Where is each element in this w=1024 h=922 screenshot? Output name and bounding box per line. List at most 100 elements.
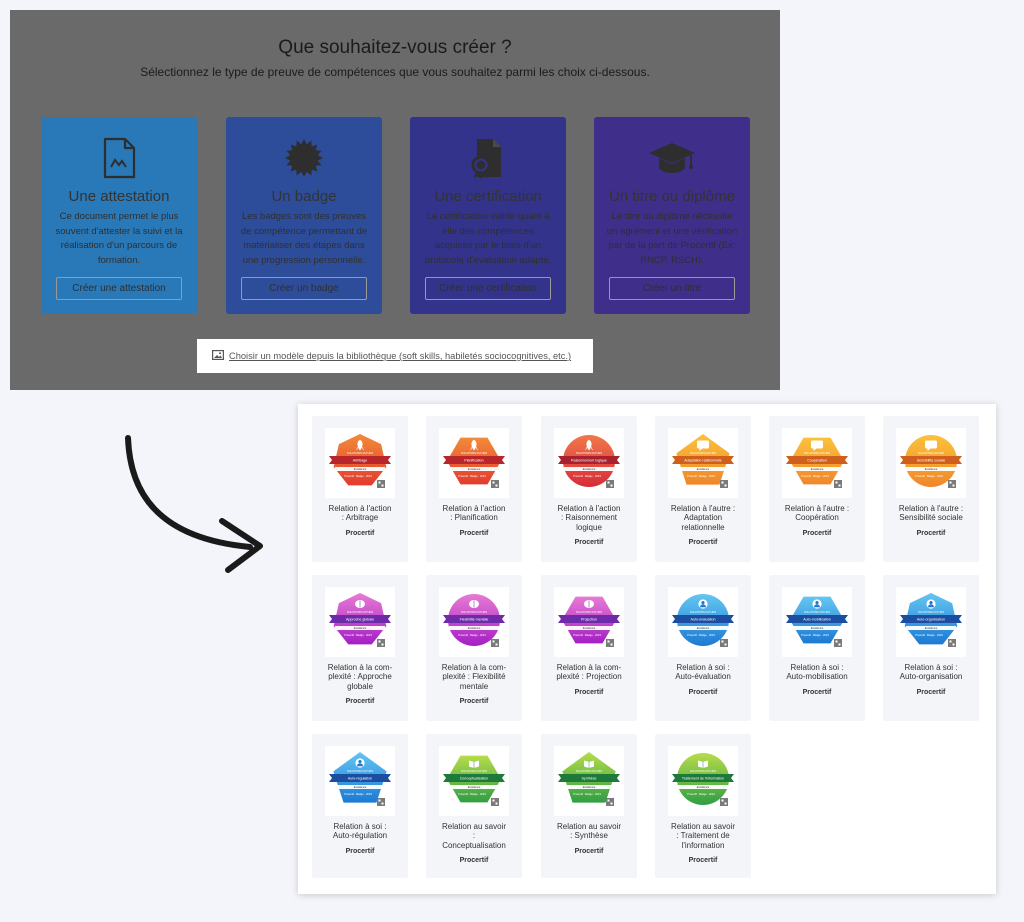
card-title: Un badge [271,188,337,205]
badge-meta-text: Procertif · Badge · 2023 [573,792,601,796]
badge-name-line: Relation à l'action [557,504,621,513]
badge-name: Relation au savoir:Conceptualisation [429,822,519,850]
badge-author: Procertif [802,688,832,696]
badge-level-text: Excellence [354,467,367,471]
badge-name-line: : Planification [450,513,498,523]
badge-template-tile[interactable]: SOLUTIONS FUTURS Traitement de l'informat… [655,734,751,878]
card-certification[interactable]: Une certification La certification valid… [410,117,566,314]
card-badge[interactable]: Un badge Les badges sont des preuves de … [226,117,382,314]
rocket-icon [585,439,593,451]
card-title: Un titre ou diplôme [609,188,735,205]
badge-skill-text: Arbitrage [353,458,368,462]
card-diploma[interactable]: Un titre ou diplôme Le titre ou diplôme … [594,117,750,314]
badge-author: Procertif [345,529,375,537]
badge-author: Procertif [459,856,489,864]
create-title-button[interactable]: Créer un titre [609,277,735,300]
brain-icon [584,600,594,608]
badge-author: Procertif [345,847,375,855]
badge-name: Relation à l'action: Arbitrage [315,504,405,523]
badge-meta-text: Procertif · Badge · 2023 [344,633,372,637]
badge-header-text: SOLUTIONS FUTURS [918,610,944,614]
badge-name-line: Relation à soi : [904,663,958,672]
badge-name-line: Auto-mobilisation [786,672,848,682]
badge-header-text: SOLUTIONS FUTURS [461,769,487,773]
person-icon [812,599,822,609]
badge-skill-text: Adaptation relationnelle [684,458,722,462]
badge-level-text: Excellence [583,626,596,630]
badge-header-text: SOLUTIONS FUTURS [576,769,602,773]
badge-skill-text: Sensibilité sociale [917,458,946,462]
library-link-text[interactable]: Choisir un modèle depuis la bibliothèque… [229,351,572,361]
badge-meta-text: Procertif · Badge · 2023 [344,792,372,796]
badge-author: Procertif [574,688,604,696]
book-icon [469,760,479,768]
badge-thumbnail: SOLUTIONS FUTURS Traitement de l'informat… [668,746,738,816]
badge-skill-text: Traitement de l'information [682,776,724,780]
badge-icon [226,137,382,179]
create-attestation-button[interactable]: Créer une attestation [56,277,182,300]
card-description: Les badges sont des preuves de compétenc… [240,211,368,266]
badge-name-line: Relation à l'autre : [670,504,736,513]
create-certification-button[interactable]: Créer une certification [425,277,551,300]
badge-name-line: : Arbitrage [341,513,379,523]
badge-name-line: Relation à l'action [442,504,506,513]
badge-header-text: SOLUTIONS FUTURS [918,451,944,455]
badge-meta-text: Procertif · Badge · 2023 [687,792,715,796]
badge-name-line: Auto-évaluation [675,672,731,682]
badge-name-line: plexité : Projection [556,672,622,682]
certificate-icon [410,137,566,179]
badge-meta-text: Procertif · Badge · 2023 [344,474,372,478]
badge-meta-text: Procertif · Badge · 2023 [915,474,943,478]
badge-name-line: l'information [681,840,725,850]
badge-name-line: Relation à l'autre : [898,504,964,513]
badge-template-tile[interactable]: SOLUTIONS FUTURS Adaptation relationnelle… [655,416,751,562]
page-subtitle: Sélectionnez le type de preuve de compét… [140,65,650,79]
badge-name-line: plexité : Approche [328,672,392,682]
badge-level-text: Excellence [468,785,481,789]
badge-name-line: Sensibilité sociale [899,513,963,523]
badge-name-line: Relation à l'action [328,504,392,513]
badge-name: Relation à soi :Auto-régulation [315,822,405,841]
card-title: Une attestation [68,188,170,205]
badge-header-text: SOLUTIONS FUTURS [690,769,716,773]
brain-icon [469,600,479,608]
badge-name-line: Coopération [795,513,839,523]
card-attestation[interactable]: Une attestation Ce document permet le pl… [41,117,197,314]
create-badge-button[interactable]: Créer un badge [241,277,367,300]
badge-name-line: plexité : Flexibilité [442,672,506,682]
badge-author: Procertif [916,529,946,537]
graduation-cap-icon [594,137,750,179]
badge-skill-text: Approche globale [346,617,374,621]
badge-name: Relation à soi :Auto-organisation [886,663,976,682]
library-link[interactable]: Choisir un modèle depuis la bibliothèque… [197,339,593,373]
book-icon [698,760,708,768]
badge-name-line: : Traitement de [676,831,730,841]
badge-header-text: SOLUTIONS FUTURS [690,451,716,455]
badge-level-text: Excellence [583,467,596,471]
image-icon [212,350,225,362]
